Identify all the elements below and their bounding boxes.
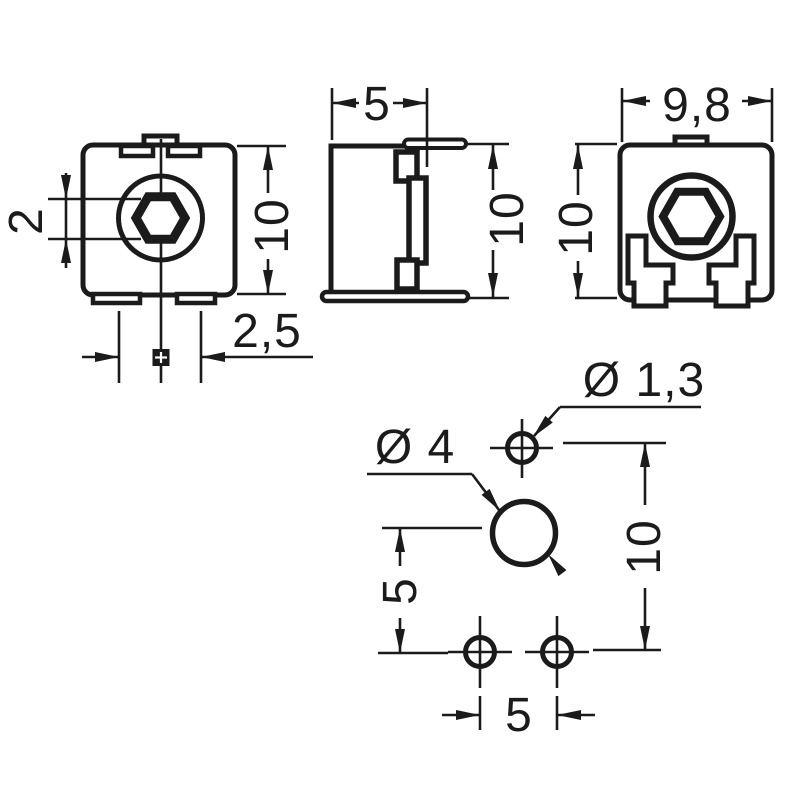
dimension-arrowhead xyxy=(488,145,498,169)
front-view: 2 10 2,5 xyxy=(0,133,313,383)
dim-label-small-hole: Ø 1,3 xyxy=(583,354,705,407)
top-notch-right xyxy=(165,143,203,159)
footprint-view: Ø 1,3 Ø 4 10 5 xyxy=(367,354,705,742)
dimension-arrowhead xyxy=(201,352,225,362)
hole-large xyxy=(489,498,559,568)
rear-view: 9,8 10 xyxy=(550,79,775,309)
dimension-arrowhead xyxy=(395,629,405,653)
dim-label-hex-across-flats: 2 xyxy=(0,207,53,235)
dimension-arrowhead xyxy=(263,270,273,294)
dimension-arrowhead xyxy=(95,352,119,362)
dimension-arrowhead xyxy=(488,273,498,297)
side-view: 5 10 xyxy=(319,78,534,304)
dimension-arrowhead xyxy=(456,710,480,720)
hex-socket xyxy=(130,192,191,244)
dim-label-side-height: 10 xyxy=(481,191,534,246)
bottom-tab-right xyxy=(174,291,218,306)
dim-label-rear-width: 9,8 xyxy=(662,79,732,132)
dimension-arrowhead xyxy=(61,239,71,263)
dimension-arrowhead xyxy=(573,145,583,169)
dim-label-column-offset: 5 xyxy=(374,577,427,605)
dimension-arrowhead xyxy=(573,273,583,297)
dimension-arrowhead xyxy=(61,175,71,199)
dimension-arrowhead xyxy=(557,710,581,720)
terminal-clip-left xyxy=(625,233,676,309)
dimension-arrowhead xyxy=(748,96,772,106)
top-notch-left xyxy=(118,143,156,159)
dim-label-large-hole: Ø 4 xyxy=(375,421,455,474)
top-flange xyxy=(402,137,468,150)
dimension-arrowhead xyxy=(640,443,650,467)
rotor-shaft xyxy=(406,175,429,266)
dim-label-depth: 5 xyxy=(363,78,391,131)
dimension-arrowhead xyxy=(395,528,405,552)
dimension-arrowhead xyxy=(263,146,273,170)
dim-label-front-height: 10 xyxy=(246,198,299,253)
dimension-arrowhead xyxy=(403,98,427,108)
dim-label-rear-height: 10 xyxy=(550,200,603,255)
rotor-step-bottom xyxy=(394,257,420,292)
rear-hex-socket xyxy=(658,187,725,246)
terminal-clip-right xyxy=(706,233,757,309)
side-profile xyxy=(328,143,410,297)
dim-label-row-spacing: 10 xyxy=(618,519,671,574)
bottom-flange xyxy=(319,289,471,304)
dim-label-pin-spacing: 2,5 xyxy=(232,305,302,358)
dimension-arrowhead xyxy=(332,98,356,108)
dimension-arrowhead xyxy=(640,626,650,650)
dimension-arrowhead xyxy=(622,96,646,106)
dim-label-pin-pitch: 5 xyxy=(505,689,533,742)
bottom-tab-left xyxy=(90,291,143,306)
